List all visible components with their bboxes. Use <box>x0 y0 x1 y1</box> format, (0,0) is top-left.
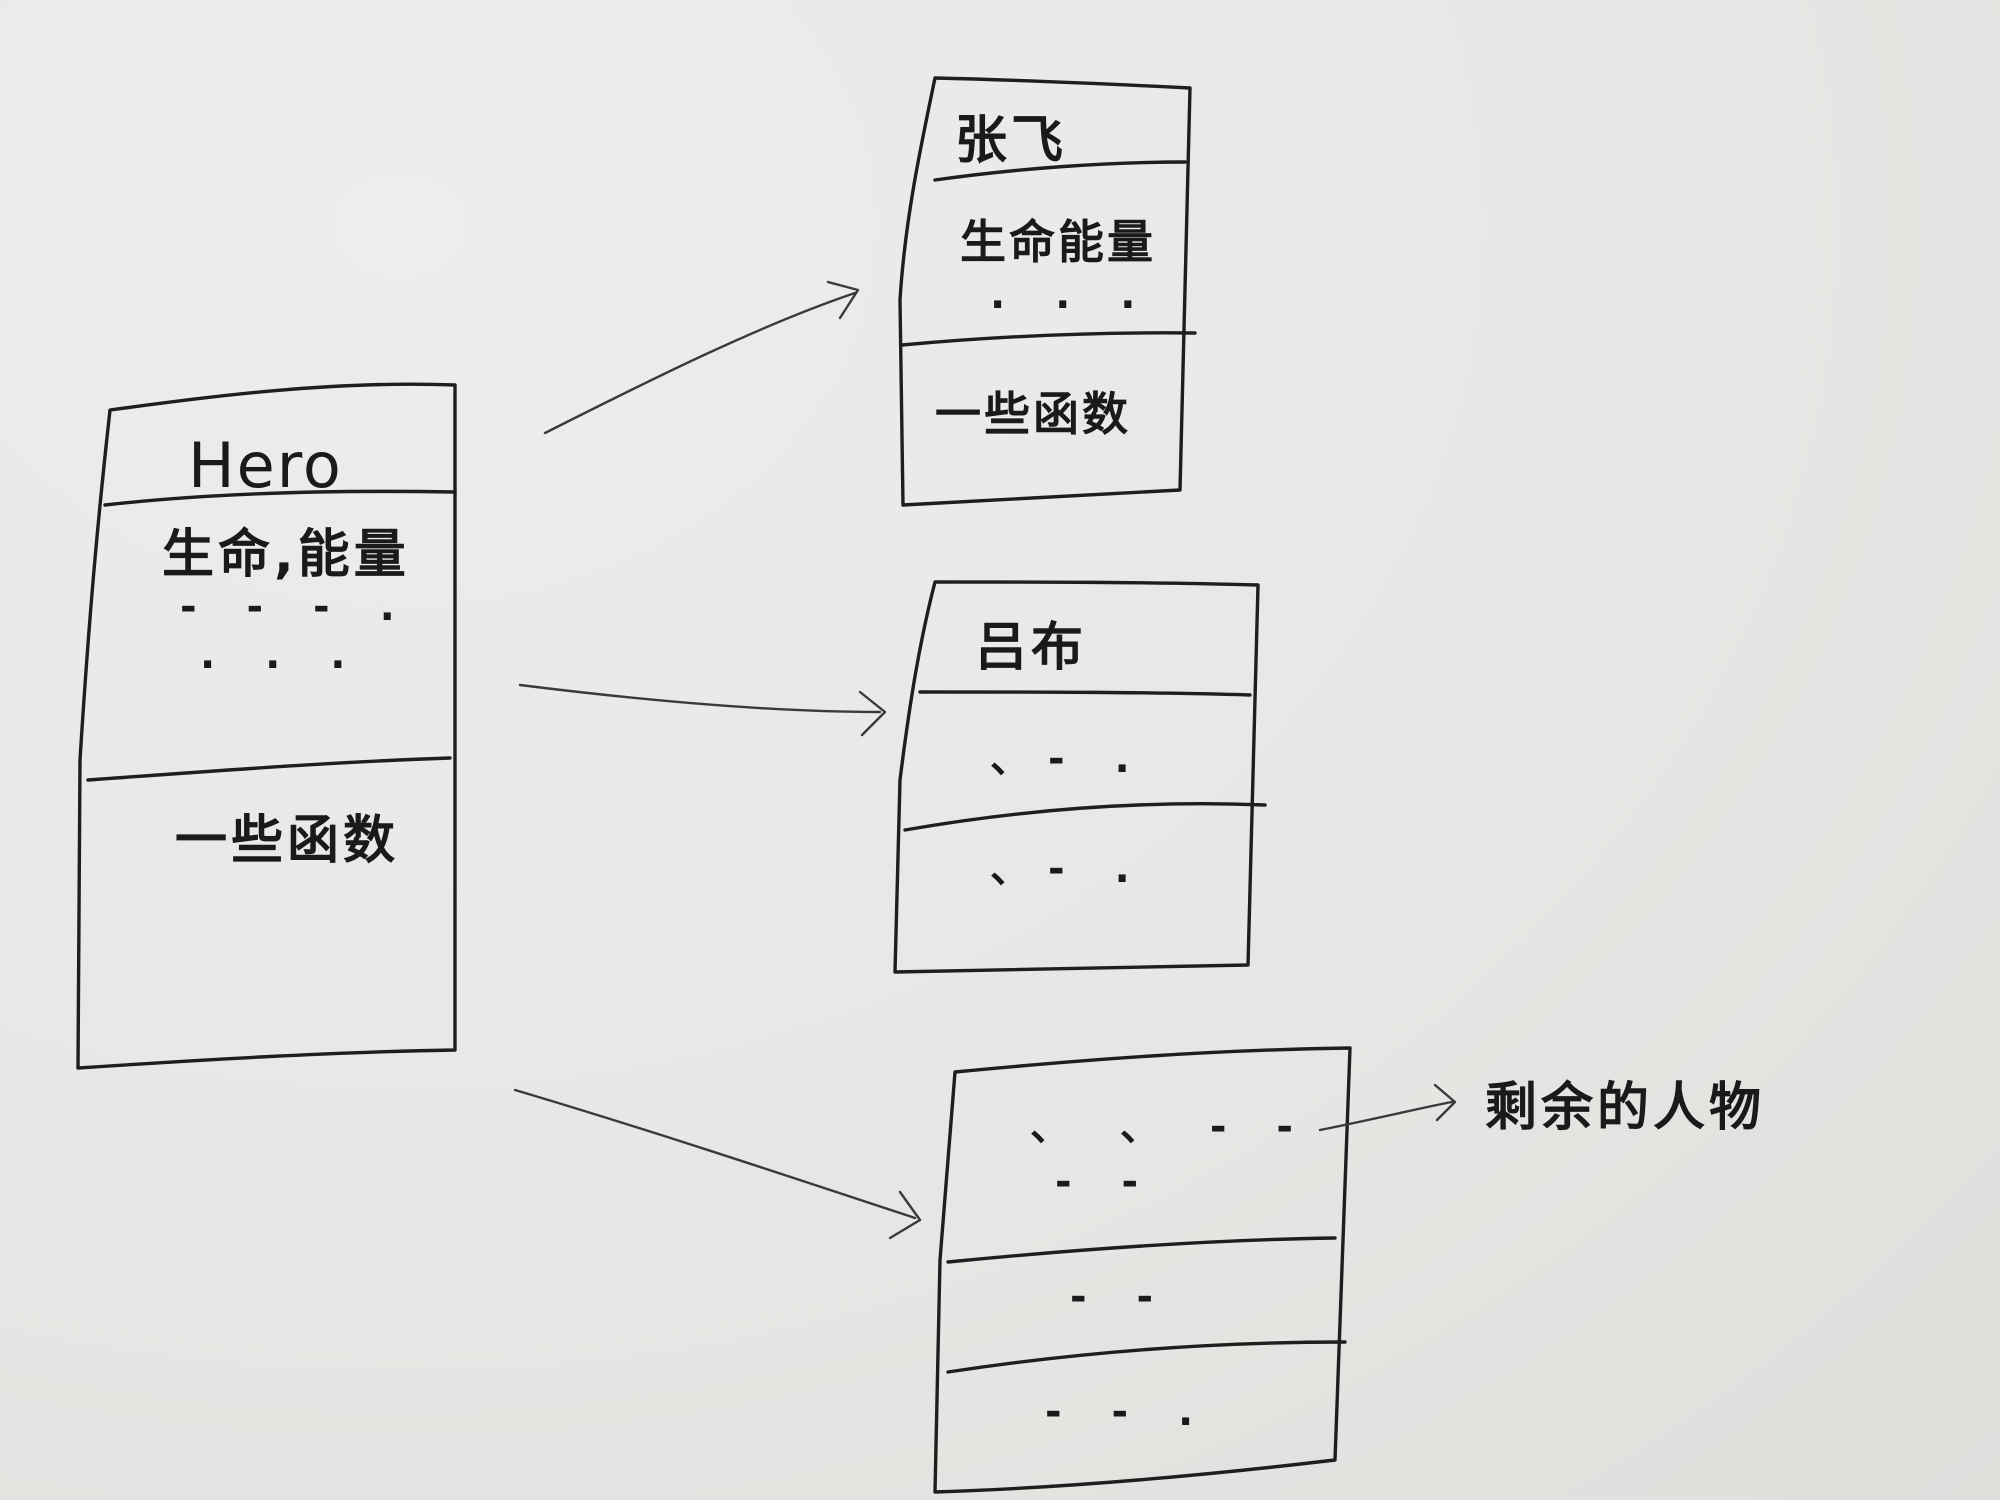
lvbu-title-divider <box>918 690 1252 697</box>
lvbu-section-divider <box>903 802 1267 832</box>
hero-attr-dots-1: - - - . <box>180 584 413 630</box>
remaining-section-1-line-2: - - <box>1055 1159 1156 1205</box>
lvbu-section-2: 、- . <box>990 736 1148 782</box>
remaining-characters-label: 剩余的人物 <box>1485 1078 1765 1138</box>
inheritance-arrow-lvbu <box>518 683 887 737</box>
remaining-label-arrow <box>1318 1083 1457 1132</box>
zhangfei-methods: 一些函数 <box>935 387 1131 441</box>
zhangfei-attr-dots: . . . <box>990 272 1153 318</box>
arrow-head-icon <box>826 280 860 320</box>
remaining-section-3: - - . <box>1045 1389 1211 1435</box>
remaining-section-divider-2 <box>946 1340 1347 1374</box>
remaining-section-1-line-1: 、 、 - - <box>1030 1104 1311 1150</box>
inheritance-arrow-remaining <box>513 1088 922 1240</box>
zhangfei-attributes: 生命能量 <box>960 215 1156 269</box>
zhangfei-title: 张飞 <box>955 111 1067 171</box>
lvbu-class-box: 吕布 、- . 、- . <box>893 580 1267 974</box>
hero-methods: 一些函数 <box>175 811 399 871</box>
remaining-section-2: - - <box>1070 1274 1171 1320</box>
hero-methods-divider <box>86 756 452 782</box>
arrow-head-icon <box>888 1190 922 1240</box>
zhangfei-title-divider <box>933 160 1187 182</box>
lvbu-section-3: 、- . <box>990 846 1148 892</box>
hero-attr-dots-2: . . . <box>200 632 363 678</box>
arrow-head-icon <box>858 690 887 737</box>
zhangfei-class-box: 张飞 生命能量 . . . 一些函数 <box>898 76 1197 507</box>
zhangfei-methods-divider <box>900 331 1197 347</box>
lvbu-title: 吕布 <box>975 618 1087 678</box>
hero-attributes: 生命,能量 <box>162 525 410 585</box>
arrow-head-icon <box>1433 1083 1457 1122</box>
hero-class-box: Hero 生命,能量 - - - . . . . 一些函数 <box>76 382 457 1070</box>
inheritance-arrow-zhangfei <box>543 280 860 435</box>
remaining-section-divider-1 <box>946 1236 1337 1264</box>
remaining-class-box: 、 、 - - - - - - - - . <box>933 1046 1352 1494</box>
hero-title: Hero <box>188 429 343 502</box>
hero-title-divider <box>103 489 457 507</box>
